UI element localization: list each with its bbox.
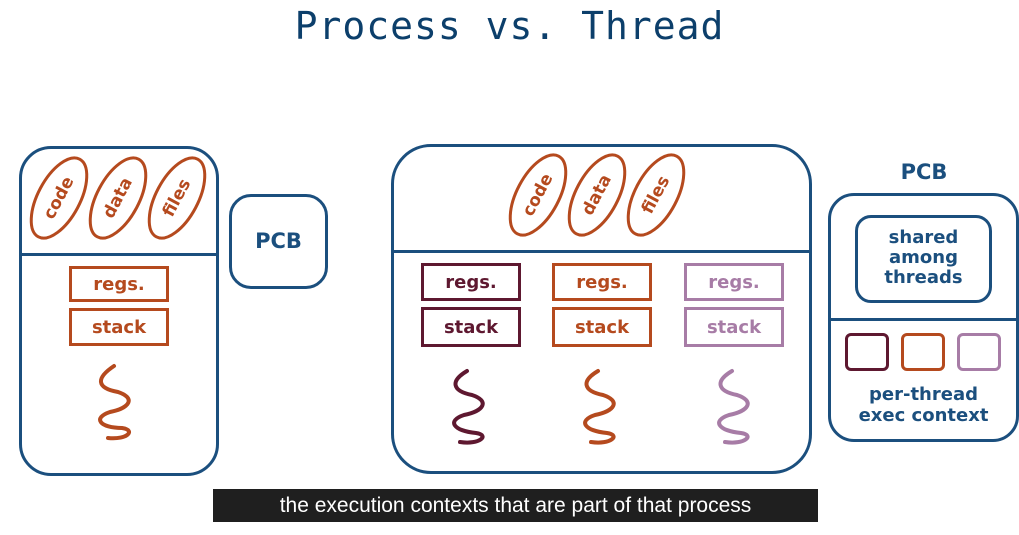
thread-3-squiggle — [717, 369, 750, 445]
process-pcb-box — [229, 194, 328, 289]
process-regs-box: regs. — [69, 266, 169, 302]
thread-1-squiggle — [452, 369, 485, 445]
process-divider — [21, 253, 217, 256]
shared-among-threads-label: shared among threads — [884, 227, 963, 288]
mt-data-oval: data — [567, 153, 627, 237]
shared-among-threads-box — [855, 215, 992, 303]
multithread-divider — [393, 250, 810, 253]
thread-2-context-square — [901, 333, 945, 371]
process-data-oval: data — [88, 156, 148, 240]
thread-3-context-square — [957, 333, 1001, 371]
thread-2-regs-box: regs. — [552, 263, 652, 301]
mt-code-oval: code — [508, 153, 568, 237]
thread-1-context-square — [845, 333, 889, 371]
page-title: Process vs. Thread — [294, 4, 725, 48]
process-pcb-label: PCB — [255, 229, 302, 253]
mt-pcb-label: PCB — [900, 160, 948, 184]
mt-pcb-divider — [830, 318, 1017, 321]
per-thread-exec-context-label: per-thread exec context — [858, 384, 989, 426]
thread-2-squiggle — [583, 369, 616, 445]
video-caption: the execution contexts that are part of … — [213, 489, 818, 522]
process-files-oval: files — [147, 156, 207, 240]
thread-2-stack-box: stack — [552, 307, 652, 347]
process-stack-box: stack — [69, 308, 169, 346]
thread-3-regs-box: regs. — [684, 263, 784, 301]
thread-3-stack-box: stack — [684, 307, 784, 347]
thread-1-regs-box: regs. — [421, 263, 521, 301]
process-code-oval: code — [29, 156, 89, 240]
mt-files-oval: files — [626, 153, 686, 237]
thread-1-stack-box: stack — [421, 307, 521, 347]
process-thread-squiggle — [98, 364, 131, 441]
